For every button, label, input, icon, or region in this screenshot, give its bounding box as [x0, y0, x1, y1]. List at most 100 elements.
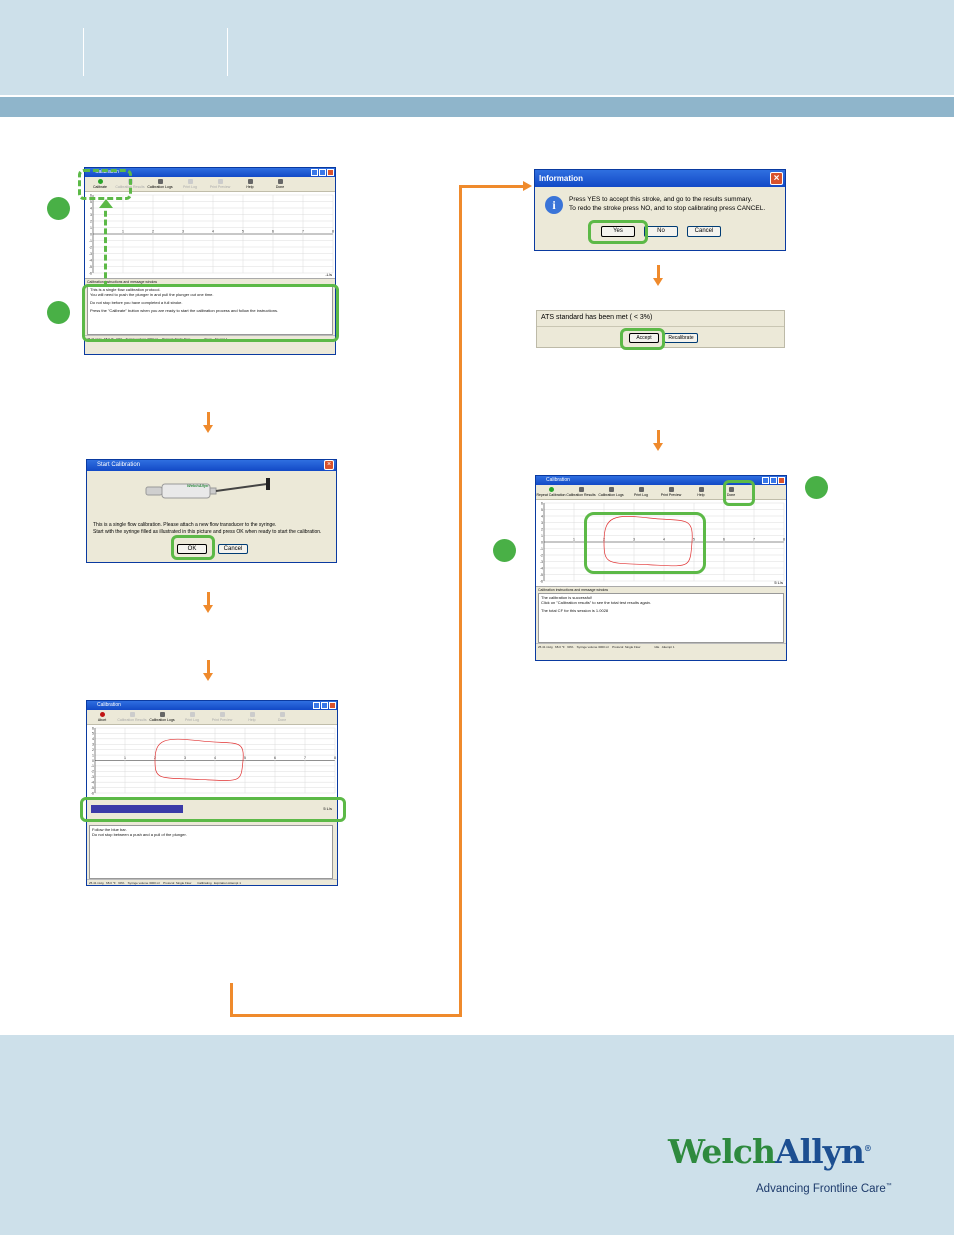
y-tick-label: 1 — [92, 753, 94, 757]
step-marker — [47, 197, 70, 220]
message-header: Calibration instructions and message win… — [87, 280, 158, 284]
x-tick-label: 7 — [302, 230, 304, 234]
print-log-button[interactable]: Print Log — [626, 485, 656, 499]
close-icon[interactable] — [327, 169, 334, 176]
preview-icon — [217, 179, 223, 184]
preview-icon — [668, 487, 674, 492]
close-icon[interactable]: × — [324, 460, 334, 470]
close-icon[interactable] — [329, 702, 336, 709]
yes-button[interactable]: Yes — [601, 226, 635, 237]
x-tick-label: 4 — [214, 756, 216, 760]
help-button[interactable]: Help — [686, 485, 716, 499]
done-button[interactable]: Done — [267, 710, 297, 724]
dialog-text: This is a single flow calibration. Pleas… — [93, 522, 322, 535]
y-tick-label: 6 — [541, 501, 543, 505]
flow-arrow — [657, 265, 660, 279]
preview-icon — [219, 712, 225, 717]
y-tick-label: -3 — [540, 560, 543, 564]
message-line: The total CF for this session is 1.0028 — [541, 608, 609, 613]
arrow-up-icon — [99, 199, 113, 208]
done-button[interactable]: Done — [716, 485, 746, 499]
cancel-button[interactable]: Cancel — [218, 544, 248, 554]
no-button[interactable]: No — [644, 226, 678, 237]
print-preview-button[interactable]: Print Preview — [656, 485, 686, 499]
minimize-icon[interactable] — [311, 169, 318, 176]
maximize-icon[interactable] — [770, 477, 777, 484]
flow-unit: 5 L/s — [774, 580, 783, 585]
x-tick-label: 2 — [152, 230, 154, 234]
y-tick-label: 5 — [90, 200, 92, 204]
y-tick-label: 3 — [541, 521, 543, 525]
x-tick-label: 4 — [212, 230, 214, 234]
message-line: Follow the blue bar. — [92, 827, 127, 832]
y-tick-label: 4 — [541, 514, 543, 518]
highlight-message-window — [82, 284, 339, 342]
highlight-calibrate — [78, 169, 132, 200]
close-icon[interactable]: × — [770, 172, 783, 185]
print-log-button[interactable]: Print Log — [177, 710, 207, 724]
logs-icon — [608, 487, 614, 492]
done-button[interactable]: Done — [265, 177, 295, 191]
status-bar: 25.41 inHg 68.0 °F 60% Syringe volume 30… — [87, 879, 337, 885]
x-tick-label: 3 — [182, 230, 184, 234]
x-tick-label: 1 — [122, 230, 124, 234]
help-icon — [698, 487, 704, 492]
exit-icon — [277, 179, 283, 184]
minimize-icon[interactable] — [313, 702, 320, 709]
start-calibration-dialog: Start Calibration × WelchAllyn This is a… — [86, 459, 337, 563]
y-tick-label: -3 — [89, 252, 92, 256]
arrow-right-icon — [523, 181, 532, 191]
print-preview-button[interactable]: Print Preview — [207, 710, 237, 724]
calibrate-icon — [97, 179, 103, 184]
cancel-button[interactable]: Cancel — [687, 226, 721, 237]
ats-result-text: ATS standard has been met ( < 3%) — [537, 311, 784, 327]
recalibrate-button[interactable]: Recalibrate — [664, 333, 698, 343]
footer-band — [0, 1035, 954, 1235]
dialog-title: Information — [539, 174, 583, 183]
close-icon[interactable] — [778, 477, 785, 484]
arrow-down-icon — [203, 605, 213, 613]
header-band — [0, 0, 954, 95]
y-tick-label: 2 — [90, 219, 92, 223]
message-header: Calibration instructions and message win… — [538, 588, 609, 592]
abort-button[interactable]: Abort — [87, 710, 117, 724]
y-tick-label: -4 — [540, 566, 543, 570]
highlight-done — [723, 480, 755, 506]
arrow-down-icon — [653, 443, 663, 451]
y-tick-label: 6 — [92, 726, 94, 730]
x-tick-label: 5 — [693, 538, 695, 542]
y-tick-label: 6 — [90, 193, 92, 197]
y-tick-label: -6 — [91, 791, 94, 795]
print-preview-button[interactable]: Print Preview — [205, 177, 235, 191]
minimize-icon[interactable] — [762, 477, 769, 484]
help-button[interactable]: Help — [237, 710, 267, 724]
exit-icon — [728, 487, 734, 492]
x-tick-label: 6 — [274, 756, 276, 760]
y-tick-label: -3 — [91, 775, 94, 779]
calibration-results-button[interactable]: Calibration Results — [117, 710, 147, 724]
step-marker — [493, 539, 516, 562]
y-tick-label: 5 — [92, 732, 94, 736]
help-button[interactable]: Help — [235, 177, 265, 191]
calibration-logs-button[interactable]: Calibration Logs — [147, 710, 177, 724]
progress-bar — [91, 805, 183, 813]
maximize-icon[interactable] — [321, 702, 328, 709]
print-log-button[interactable]: Print Log — [175, 177, 205, 191]
calibration-results-button[interactable]: Calibration Results — [566, 485, 596, 499]
maximize-icon[interactable] — [319, 169, 326, 176]
window-title: Calibration — [95, 169, 119, 175]
y-tick-label: -6 — [89, 271, 92, 275]
repeat-calibration-button[interactable]: Repeat Calibration — [536, 485, 566, 499]
calibration-logs-button[interactable]: Calibration Logs — [596, 485, 626, 499]
syringe-brand: WelchAllyn — [187, 483, 209, 488]
calibrate-button[interactable]: Calibrate — [85, 177, 115, 191]
accept-button[interactable]: Accept — [629, 333, 659, 343]
y-tick-label: -1 — [89, 239, 92, 243]
toolbar: Repeat Calibration Calibration Results C… — [536, 485, 786, 500]
ok-button[interactable]: OK — [177, 544, 207, 554]
printer-icon — [187, 179, 193, 184]
calibration-logs-button[interactable]: Calibration Logs — [145, 177, 175, 191]
flow-volume-loop — [603, 516, 693, 567]
